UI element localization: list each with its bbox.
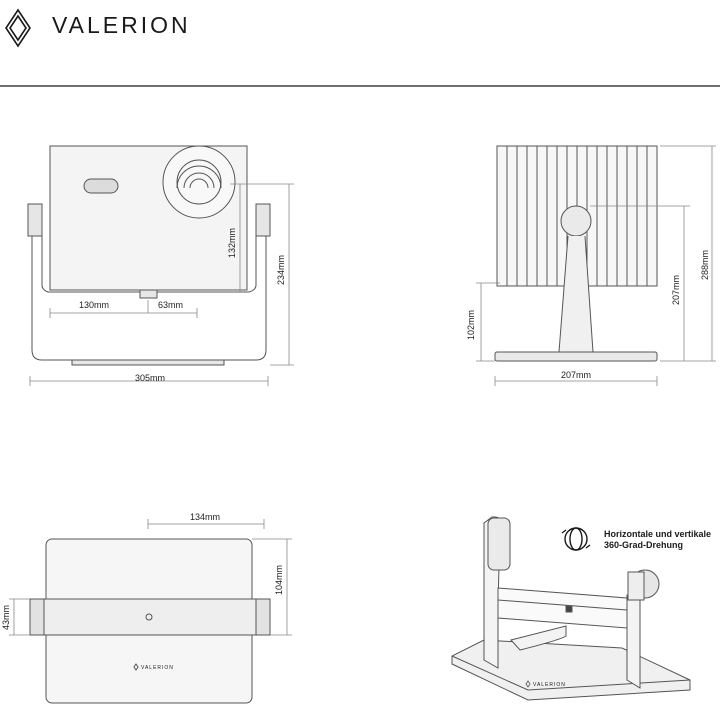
feature-caption: Horizontale und vertikale 360-Grad-Drehu…: [604, 529, 711, 551]
top-depth-dim: 104mm: [274, 565, 284, 596]
brand-name: VALERION: [52, 12, 191, 38]
feature-line-2: 360-Grad-Drehung: [604, 540, 684, 550]
top-width-dim: 134mm: [190, 512, 221, 522]
side-view-drawing: [494, 145, 658, 362]
front-height-dim: 234mm: [276, 255, 286, 286]
top-view-drawing: [29, 538, 271, 704]
side-pivot-dim: 102mm: [466, 310, 476, 341]
side-stand-dim: 207mm: [671, 275, 681, 306]
front-lens-offset-dim: 63mm: [158, 300, 184, 310]
top-mini-brand: VALERION: [141, 665, 174, 671]
top-handle-dim: 43mm: [1, 605, 11, 631]
front-width-dim: 305mm: [135, 373, 166, 383]
front-offset-dim: 130mm: [79, 300, 110, 310]
front-view-drawing: [27, 145, 271, 366]
side-total-dim: 288mm: [700, 250, 710, 281]
rotate-360-icon: [561, 527, 591, 551]
feature-line-1: Horizontale und vertikale: [604, 529, 712, 539]
lens-height-dim: 132mm: [227, 228, 237, 259]
side-base-dim: 207mm: [561, 370, 592, 380]
diamond-outline-icon: [5, 8, 31, 48]
mini-logo-icon: [525, 680, 531, 688]
perspective-mini-brand: VALERION: [533, 682, 566, 688]
perspective-view-drawing: [451, 516, 691, 701]
